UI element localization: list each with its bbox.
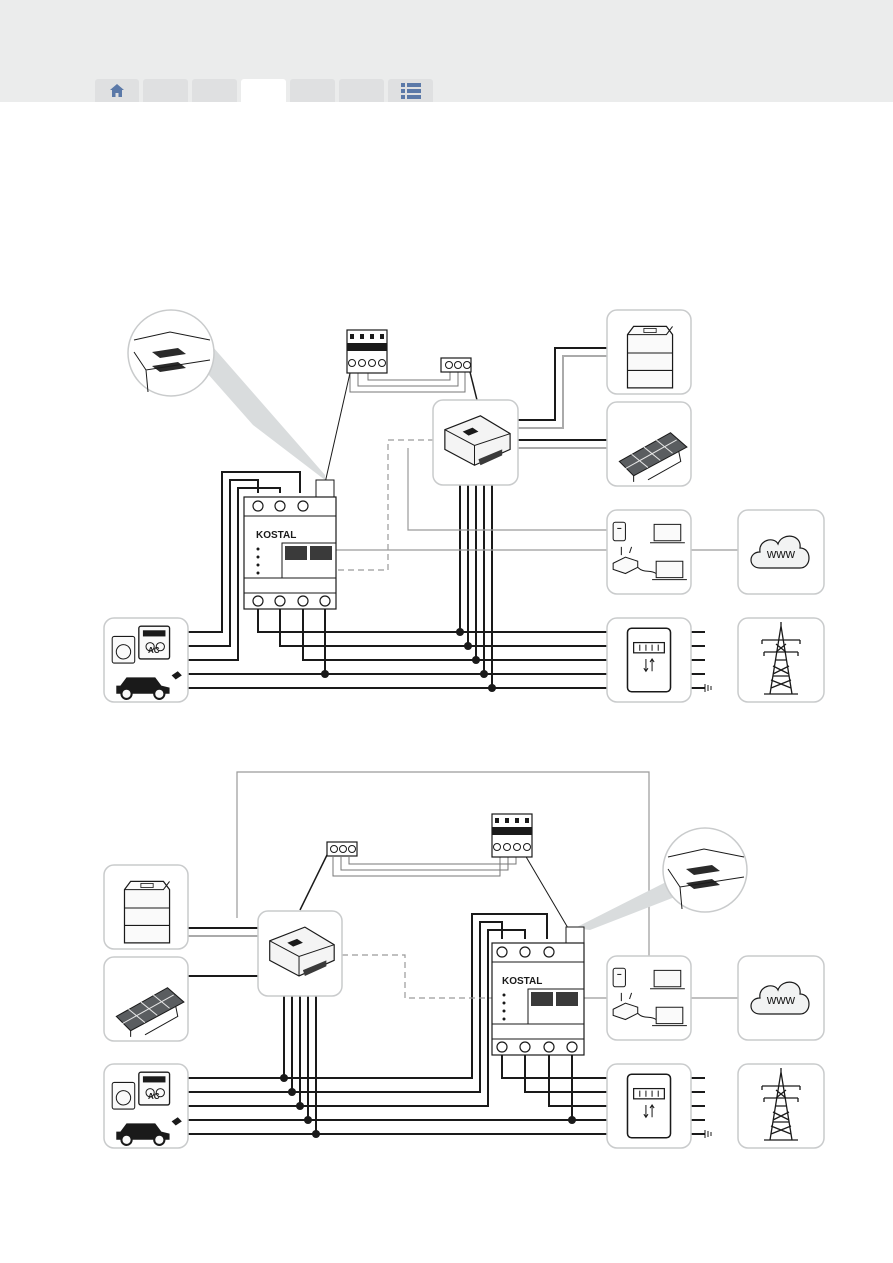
grid-meter-box-bottom (607, 1064, 691, 1148)
top-diagram: KOSTAL www (104, 310, 824, 702)
power-grid-box-bottom (738, 1064, 824, 1148)
meter-brand-label: KOSTAL (256, 530, 296, 541)
inverter-terminal-block-bottom (327, 842, 357, 856)
inverter-bottom (258, 911, 342, 996)
inverter-top (433, 400, 518, 485)
battery-box-bottom (104, 865, 188, 949)
internet-www-label: www (766, 992, 796, 1007)
internet-www-label: www (766, 546, 796, 561)
network-devices-box-bottom (607, 956, 691, 1040)
solar-pv-box-top (607, 402, 691, 486)
household-loads-box-bottom: AC (104, 1064, 188, 1148)
connection-detail-callout-top (128, 310, 214, 396)
energy-meter-bottom: KOSTAL (492, 927, 584, 1055)
ac-label: AC (148, 646, 160, 655)
inverter-terminal-block-top (441, 358, 471, 372)
network-devices-box-top (607, 510, 691, 594)
ac-label: AC (148, 1092, 160, 1101)
solar-pv-box-bottom (104, 957, 188, 1041)
grid-meter-box-top (607, 618, 691, 702)
meter-brand-label: KOSTAL (502, 976, 542, 987)
energy-meter-top: KOSTAL (244, 480, 336, 609)
modbus-plug-4pin-bottom (492, 814, 532, 857)
internet-box-bottom: www (738, 956, 824, 1040)
power-grid-box-top (738, 618, 824, 702)
connection-detail-callout-bottom (663, 828, 747, 912)
battery-box-top (607, 310, 691, 394)
internet-box-top: www (738, 510, 824, 594)
bottom-diagram: KOSTAL www (104, 772, 824, 1148)
household-loads-box-top: AC (104, 618, 188, 702)
modbus-plug-4pin-top (347, 330, 387, 373)
